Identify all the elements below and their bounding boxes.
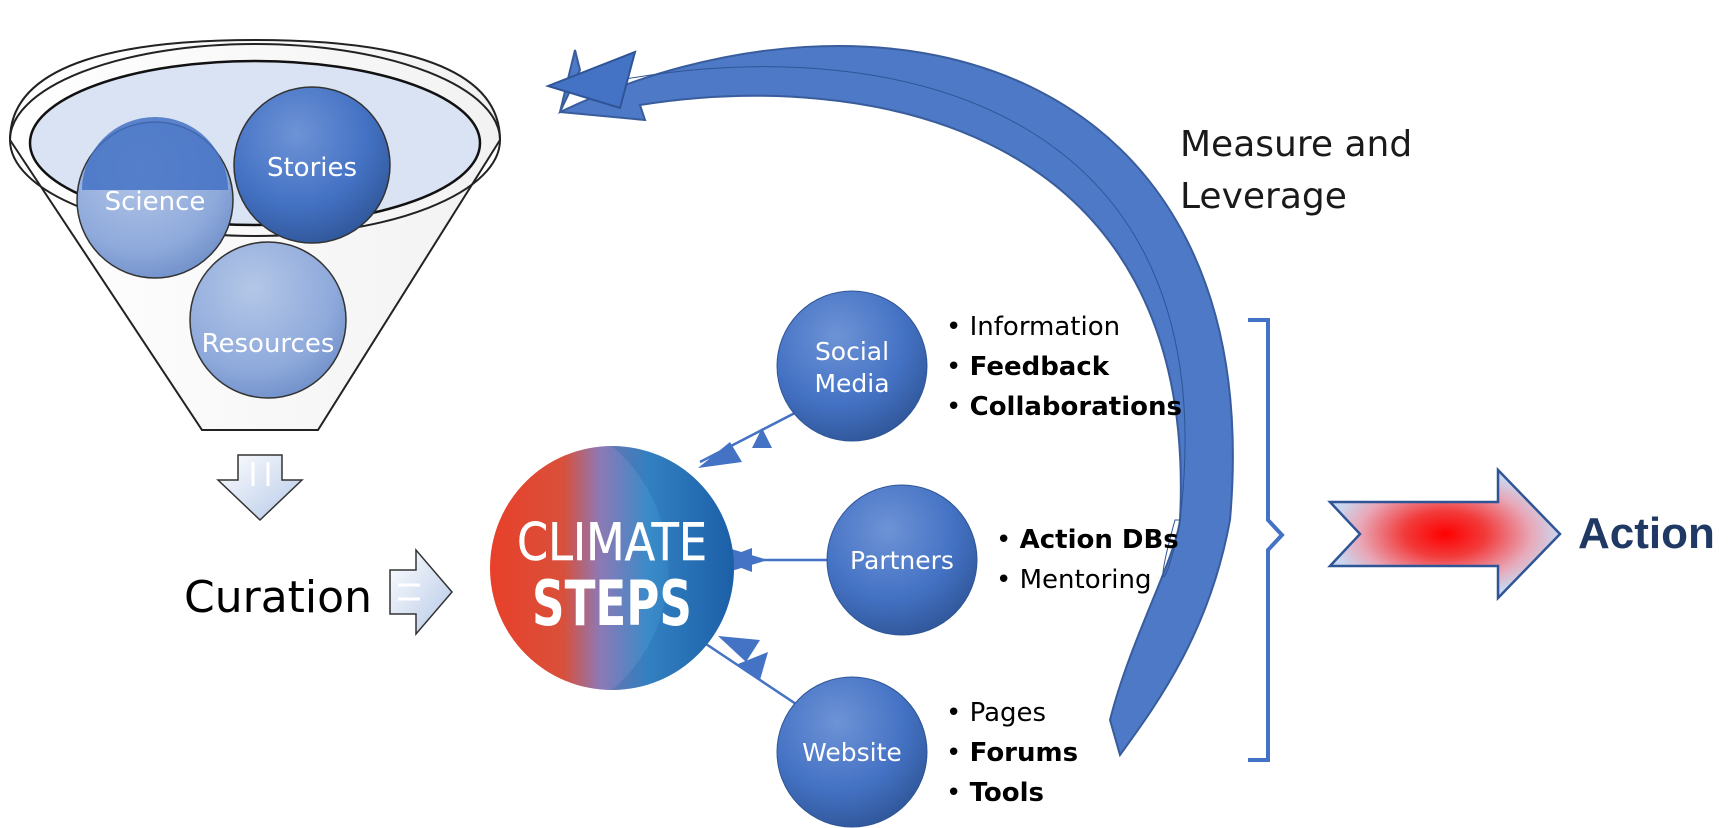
- channel-social-media: Social Media • Information • Feedback • …: [776, 290, 1182, 442]
- bullet-item-social-2: • Collaborations: [946, 392, 1182, 422]
- action-arrow-icon: [1327, 466, 1562, 602]
- bubble-stories: Stories: [233, 86, 391, 244]
- connector-arrowhead-website: [718, 636, 760, 662]
- connector-arrowhead-social: [698, 442, 742, 468]
- channel-label-social-line2: Media: [814, 369, 889, 398]
- bullet-item-partners-0: • Action DBs: [996, 525, 1179, 555]
- connector-arrowhead-website-down: [738, 652, 768, 680]
- climate-steps-logo: CLIMATE STEPS: [490, 446, 734, 690]
- bullet-item-website-1: • Forums: [946, 738, 1078, 768]
- bubble-label-science: Science: [105, 187, 206, 217]
- measure-leverage-label: Measure and Leverage: [1180, 124, 1412, 217]
- bubble-science: Science: [76, 117, 234, 279]
- bullet-item-website-0: • Pages: [946, 698, 1046, 728]
- right-arrow-icon: [389, 547, 453, 637]
- connector-arrowhead-social-up: [752, 428, 772, 448]
- measure-leverage-line2: Leverage: [1180, 176, 1347, 217]
- bullet-item-partners-1: • Mentoring: [996, 565, 1152, 595]
- channel-label-partners: Partners: [850, 546, 954, 575]
- connector-arrowhead-partners-left: [720, 548, 752, 572]
- curation-label: Curation: [184, 572, 372, 623]
- channel-label-website: Website: [802, 738, 902, 767]
- bullet-item-website-2: • Tools: [946, 778, 1044, 808]
- loop-arrow-head: [544, 50, 637, 110]
- down-arrow-icon: [216, 454, 304, 522]
- bubble-label-stories: Stories: [267, 153, 357, 183]
- bullet-item-social-0: • Information: [946, 312, 1120, 342]
- action-label: Action: [1578, 509, 1715, 558]
- channel-partners: Partners • Action DBs • Mentoring: [826, 484, 1179, 636]
- channel-label-social-line1: Social: [815, 337, 889, 366]
- bubble-label-resources: Resources: [202, 329, 335, 359]
- channel-website: Website • Pages • Forums • Tools: [776, 676, 1078, 828]
- bullet-item-social-1: • Feedback: [946, 352, 1110, 382]
- logo-line1: CLIMATE: [517, 513, 707, 573]
- bubble-resources: Resources: [189, 241, 347, 399]
- measure-leverage-line1: Measure and: [1180, 124, 1412, 165]
- funnel-rim-outer: [9, 43, 501, 237]
- funnel: Science Stories Resources: [8, 38, 502, 431]
- measure-leverage-loop-arrow: [544, 44, 1234, 758]
- right-brace: [1248, 318, 1285, 762]
- logo-line2: STEPS: [532, 567, 692, 640]
